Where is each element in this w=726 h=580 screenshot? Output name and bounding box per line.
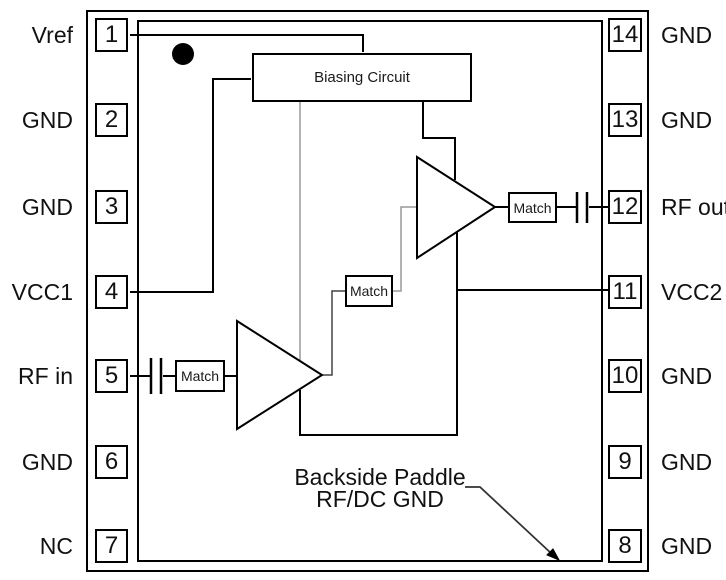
pin-number-13: 13 — [611, 106, 639, 133]
pin-label-gnd-10: GND — [661, 363, 713, 389]
pin-box-10: 10 — [608, 359, 642, 393]
pin-label-rfout: RF out — [661, 194, 726, 220]
pin-number-11: 11 — [612, 278, 638, 305]
pin-number-9: 9 — [618, 448, 632, 475]
package-outline — [86, 10, 649, 572]
pin-box-4: 4 — [95, 275, 128, 309]
pin1-indicator-dot — [172, 43, 194, 65]
backside-paddle-leader-line — [465, 486, 554, 556]
pin-label-nc: NC — [39, 533, 73, 559]
pin-label-vcc2: VCC2 — [661, 279, 723, 305]
backside-paddle-line1: Backside Paddle — [294, 464, 466, 490]
wire-vcc1-to-biasing — [130, 78, 251, 293]
pin-number-6: 6 — [104, 448, 119, 475]
pin-number-12: 12 — [611, 193, 639, 220]
pin-box-11: 11 — [608, 275, 642, 309]
backside-paddle-annotation: Backside Paddle RF/DC GND — [290, 464, 470, 512]
pin-box-13: 13 — [608, 103, 642, 137]
pin-number-14: 14 — [611, 21, 639, 48]
pin-box-12: 12 — [608, 190, 642, 224]
pin-label-gnd-9: GND — [661, 449, 713, 475]
pin-number-3: 3 — [104, 193, 119, 220]
pin-label-gnd-14: GND — [661, 22, 713, 48]
pin-box-1: 1 — [95, 18, 128, 52]
wire-amp1-amp2-supply — [299, 232, 458, 436]
match-input-block: Match — [175, 360, 225, 392]
backside-paddle-line2: RF/DC GND — [316, 486, 444, 512]
pin-number-5: 5 — [104, 362, 119, 389]
match-interstage-block: Match — [345, 275, 393, 307]
pin-label-vcc1: VCC1 — [11, 279, 73, 305]
pin-label-gnd-13: GND — [661, 107, 713, 133]
wire-amp1-to-match-interstage — [322, 290, 345, 376]
pin-box-7: 7 — [95, 529, 128, 563]
pin-number-1: 1 — [104, 21, 119, 48]
pin-label-gnd-3: GND — [21, 194, 73, 220]
pin-label-rfin: RF in — [18, 363, 73, 389]
pin-number-7: 7 — [104, 532, 119, 559]
pin-box-3: 3 — [95, 190, 128, 224]
pin-label-vref: Vref — [31, 22, 73, 48]
pin-box-2: 2 — [95, 103, 128, 137]
match-output-block: Match — [508, 192, 557, 223]
amplifier2-triangle — [416, 155, 497, 260]
match-input-label: Match — [180, 368, 220, 384]
backside-paddle-arrowhead — [546, 548, 561, 562]
pin-label-gnd-6: GND — [21, 449, 73, 475]
pin-number-4: 4 — [104, 278, 119, 305]
biasing-circuit-block: Biasing Circuit — [252, 53, 472, 102]
pin-label-gnd-2: GND — [21, 107, 73, 133]
biasing-circuit-label: Biasing Circuit — [314, 69, 410, 86]
amplifier1-triangle — [236, 319, 324, 431]
pin-label-gnd-8: GND — [661, 533, 713, 559]
match-interstage-label: Match — [349, 283, 389, 299]
match-output-label: Match — [513, 199, 552, 216]
wire-vref-to-biasing — [130, 34, 364, 52]
pin-number-8: 8 — [618, 532, 632, 559]
pin-box-14: 14 — [608, 18, 642, 52]
pin-box-8: 8 — [608, 529, 642, 563]
pin-box-5: 5 — [95, 359, 128, 393]
pin-number-2: 2 — [104, 106, 119, 133]
wire-biasing-to-amp2 — [422, 102, 456, 180]
pin-box-9: 9 — [608, 445, 642, 479]
pin-number-10: 10 — [611, 362, 639, 389]
wire-match-interstage-to-amp2 — [393, 206, 417, 292]
pin-box-6: 6 — [95, 445, 128, 479]
